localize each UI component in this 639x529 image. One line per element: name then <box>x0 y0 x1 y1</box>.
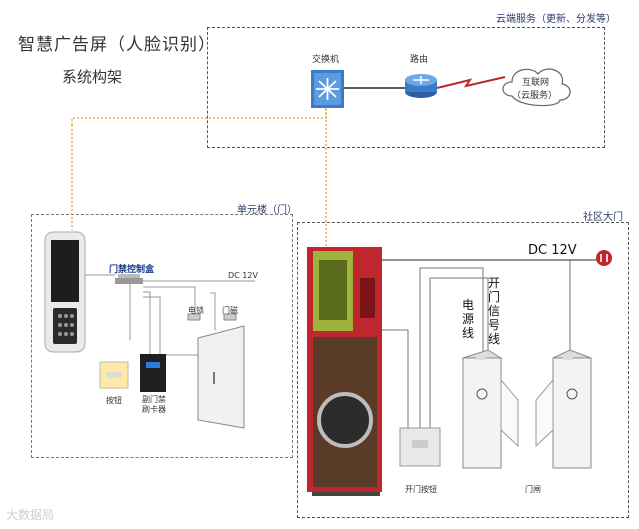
open-door-button-device <box>399 427 441 467</box>
unit-power-label: DC 12V <box>228 271 258 280</box>
watermark: 大数据局 <box>6 508 55 522</box>
reader-label-1: 副门禁 <box>142 395 166 404</box>
power-symbol-icon <box>596 250 612 266</box>
ad-screen-machine <box>307 247 382 496</box>
internet-label: 互联网 <box>522 78 550 88</box>
router-icon <box>405 74 437 98</box>
gate-label: 门闸 <box>525 485 541 494</box>
magnet-label: 门磁 <box>222 306 238 315</box>
power-line-label: 电 源 线 <box>462 298 475 340</box>
signal-line-label: 开 门 信 号 线 <box>488 276 501 346</box>
cloud-icon <box>502 68 571 107</box>
exit-button-device <box>99 361 129 389</box>
gate-power-label: DC 12V <box>528 243 577 258</box>
cloud-region <box>207 27 605 148</box>
gate-region-label: 社区大门 <box>583 212 623 223</box>
router-label: 路由 <box>410 55 429 65</box>
reader-label-2: 刷卡器 <box>142 405 166 414</box>
page-subtitle: 系统构架 <box>62 68 123 86</box>
switch-icon <box>311 70 344 108</box>
lock-label: 电锁 <box>188 306 204 315</box>
unit-wiring <box>85 274 255 360</box>
lightning-link <box>436 76 506 89</box>
signal-line-wire <box>429 277 489 428</box>
gate-region <box>297 222 629 518</box>
page-title: 智慧广告屏（人脸识别） <box>18 35 216 55</box>
face-terminal-device <box>44 231 86 353</box>
access-controller-box <box>115 274 143 284</box>
turnstile-gate-2 <box>535 349 592 469</box>
switch-label: 交换机 <box>312 55 340 65</box>
turnstile-gate-1 <box>462 349 519 469</box>
open-button-label: 开门按钮 <box>405 485 437 494</box>
unit-region <box>31 214 293 458</box>
wire-to-button <box>382 329 409 428</box>
card-reader-device <box>140 354 166 392</box>
controller-label: 门禁控制盒 <box>109 265 155 275</box>
power-line-wire <box>419 267 484 428</box>
unit-region-label: 单元楼（门） <box>237 205 297 216</box>
connector-switch-unit <box>71 108 327 125</box>
internet-sub-label: （云服务） <box>512 91 558 101</box>
cloud-region-label: 云端服务（更新、分发等） <box>496 14 616 25</box>
door-graphic <box>187 313 245 429</box>
button-label: 按钮 <box>106 396 122 405</box>
